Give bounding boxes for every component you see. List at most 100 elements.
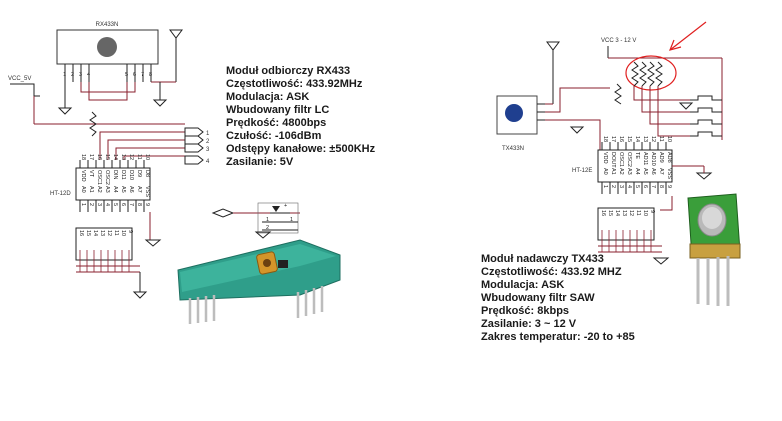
- rx-switch-number: 9: [127, 230, 133, 233]
- rx-output-1: 1: [184, 127, 210, 137]
- rx-ic-bottom-pin-number: 1: [80, 203, 86, 206]
- tx-ic-bottom-pin-number: 1: [602, 185, 608, 188]
- tx-spec-3: Wbudowany filtr SAW: [481, 292, 595, 304]
- rx-pin-7: 7: [141, 72, 144, 78]
- svg-text:2: 2: [266, 225, 269, 231]
- rx-switch-number: 11: [113, 230, 119, 236]
- svg-text:3: 3: [206, 147, 210, 153]
- rx-pin-2: 2: [71, 72, 74, 78]
- rx-pin-5: 5: [125, 72, 128, 78]
- tx-ic-top-pin-name: VDD: [602, 152, 608, 164]
- tx-ic-bottom-pin-name: A1: [610, 168, 616, 175]
- tx-ic-top-pin-name: AD10: [650, 152, 656, 166]
- rx-ic-top-pin-name: D9: [136, 170, 142, 177]
- tx-resistor-array-icon: [631, 61, 663, 87]
- rx-resistor-icon: [89, 111, 97, 137]
- tx-ground-icon-2: [695, 172, 713, 180]
- tx-ic-top-pin-number: 15: [626, 136, 632, 142]
- rx-ic-bottom-pin-name: A1: [88, 186, 94, 193]
- tx-dip-switch: [597, 207, 655, 241]
- rx-ic-top-pin-name: D8: [144, 170, 150, 177]
- tx-ic-top-pin-number: 16: [618, 136, 624, 142]
- rx-ic-top-pin-name: D10: [128, 170, 134, 180]
- tx-ic-label: HT-12E: [572, 168, 592, 174]
- rx-module-photo: [177, 239, 341, 324]
- tx-ic-top-pin-number: 17: [610, 136, 616, 142]
- annotation-arrow-icon: [625, 21, 707, 91]
- rx-pin-1: 1: [63, 72, 66, 78]
- rx-spec-4: Prędkość: 4800bps: [226, 117, 326, 129]
- tx-ic-bottom-pin-number: 5: [634, 185, 640, 188]
- rx-ic-top-pin-number: 18: [80, 154, 86, 160]
- rx-spec-0: Moduł odbiorczy RX433: [226, 65, 350, 77]
- tx-module-chip-icon: [505, 104, 523, 122]
- rx-pin-8: 8: [149, 72, 152, 78]
- rx-spec-7: Zasilanie: 5V: [226, 156, 294, 168]
- rx-decoder-ic: [75, 167, 151, 201]
- tx-module-title: TX433N: [502, 146, 524, 152]
- rx-pin-3: 3: [79, 72, 82, 78]
- rx-ground-icon: [57, 82, 73, 115]
- tx-switch-number: 12: [628, 210, 634, 216]
- tx-ic-top-pin-name: AD11: [642, 152, 648, 165]
- tx-ic-bottom-pin-number: 8: [658, 185, 664, 188]
- rx-switch-number: 12: [106, 230, 112, 236]
- tx-vcc-label: VCC 3 - 12 V: [601, 38, 636, 44]
- rx-output-3: 3: [184, 143, 210, 153]
- tx-pushbuttons: [690, 95, 722, 137]
- rx-ic-bottom-pin-name: A7: [136, 186, 142, 193]
- receiver-schematic: RX433N 1 2 3 4 5 6 7 8 VCC_5V: [8, 22, 376, 324]
- tx-ic-bottom-pin-name: A4: [634, 168, 640, 175]
- tx-spec-4: Prędkość: 8kbps: [481, 305, 569, 317]
- tx-ic-top-pin-number: 18: [602, 136, 608, 142]
- tx-module-photo: [687, 193, 741, 306]
- tx-spec-1: Częstotliwość: 433.92 MHZ: [481, 266, 622, 278]
- svg-text:1: 1: [206, 131, 210, 137]
- rx-module-pins: [64, 64, 152, 82]
- tx-spec-6: Zakres temperatur: -20 to +85: [481, 331, 635, 343]
- rx-spec-3: Wbudowany filtr LC: [226, 104, 329, 116]
- rx-ic-bottom-pin-number: 3: [96, 203, 102, 206]
- tx-ic-bottom-pin-name: A0: [602, 168, 608, 175]
- tx-ic-top-pin-name: DOUT: [610, 152, 616, 168]
- rx-pin-6: 6: [133, 72, 136, 78]
- rx-led-driver-circuit: + 1 2 1: [211, 202, 300, 239]
- svg-text:1: 1: [266, 217, 269, 223]
- rx-switch-number: 16: [78, 230, 84, 236]
- rx-ic-top-pin-name: VT: [88, 170, 94, 178]
- rx-vcc-label: VCC_5V: [8, 76, 31, 82]
- tx-spec-0: Moduł nadawczy TX433: [481, 253, 604, 265]
- tx-ic-bottom-pin-number: 9: [666, 185, 672, 188]
- annotation-highlight-ellipse: [625, 55, 677, 91]
- rx-ic-top-pin-name: VDD: [80, 170, 86, 182]
- tx-ic-top-pin-number: 10: [666, 136, 672, 142]
- rx-ic-bottom-pin-number: 4: [104, 203, 110, 206]
- svg-text:4: 4: [206, 159, 210, 165]
- rx-ic-top-pin-number: 13: [120, 154, 126, 160]
- rx-ic-bottom-pin-number: 5: [112, 203, 118, 206]
- tx-ground-icon-4: [652, 257, 670, 265]
- rx-dip-switch: [75, 227, 133, 261]
- rx-ic-top-pin-number: 16: [96, 154, 102, 160]
- tx-ground-icon-3: [569, 126, 585, 134]
- tx-switch-number: 16: [600, 210, 606, 216]
- tx-switch-traces: [633, 58, 723, 140]
- tx-switch-number: 13: [621, 210, 627, 216]
- rx-ic-label: HT-12D: [50, 191, 71, 197]
- tx-switch-number: 9: [649, 210, 655, 213]
- tx-ic-bottom-pin-number: 2: [610, 185, 616, 188]
- tx-ic-bottom-pin-name: A2: [618, 168, 624, 175]
- tx-ic-bottom-pin-number: 6: [642, 185, 648, 188]
- rx-spec-6: Odstępy kanałowe: ±500KHz: [226, 143, 376, 155]
- rx-ic-bottom-pin-name: VSS: [144, 186, 150, 197]
- rx-module-title: RX433N: [96, 22, 119, 28]
- transmitter-schematic: TX433N VCC 3 - 12 V: [481, 21, 741, 343]
- rx-ic-bottom-pin-name: A3: [104, 186, 110, 193]
- tx-ic-top-pin-number: 11: [658, 136, 664, 142]
- rx-ic-bottom-pin-number: 9: [144, 203, 150, 206]
- tx-ic-bottom-pin-number: 7: [650, 185, 656, 188]
